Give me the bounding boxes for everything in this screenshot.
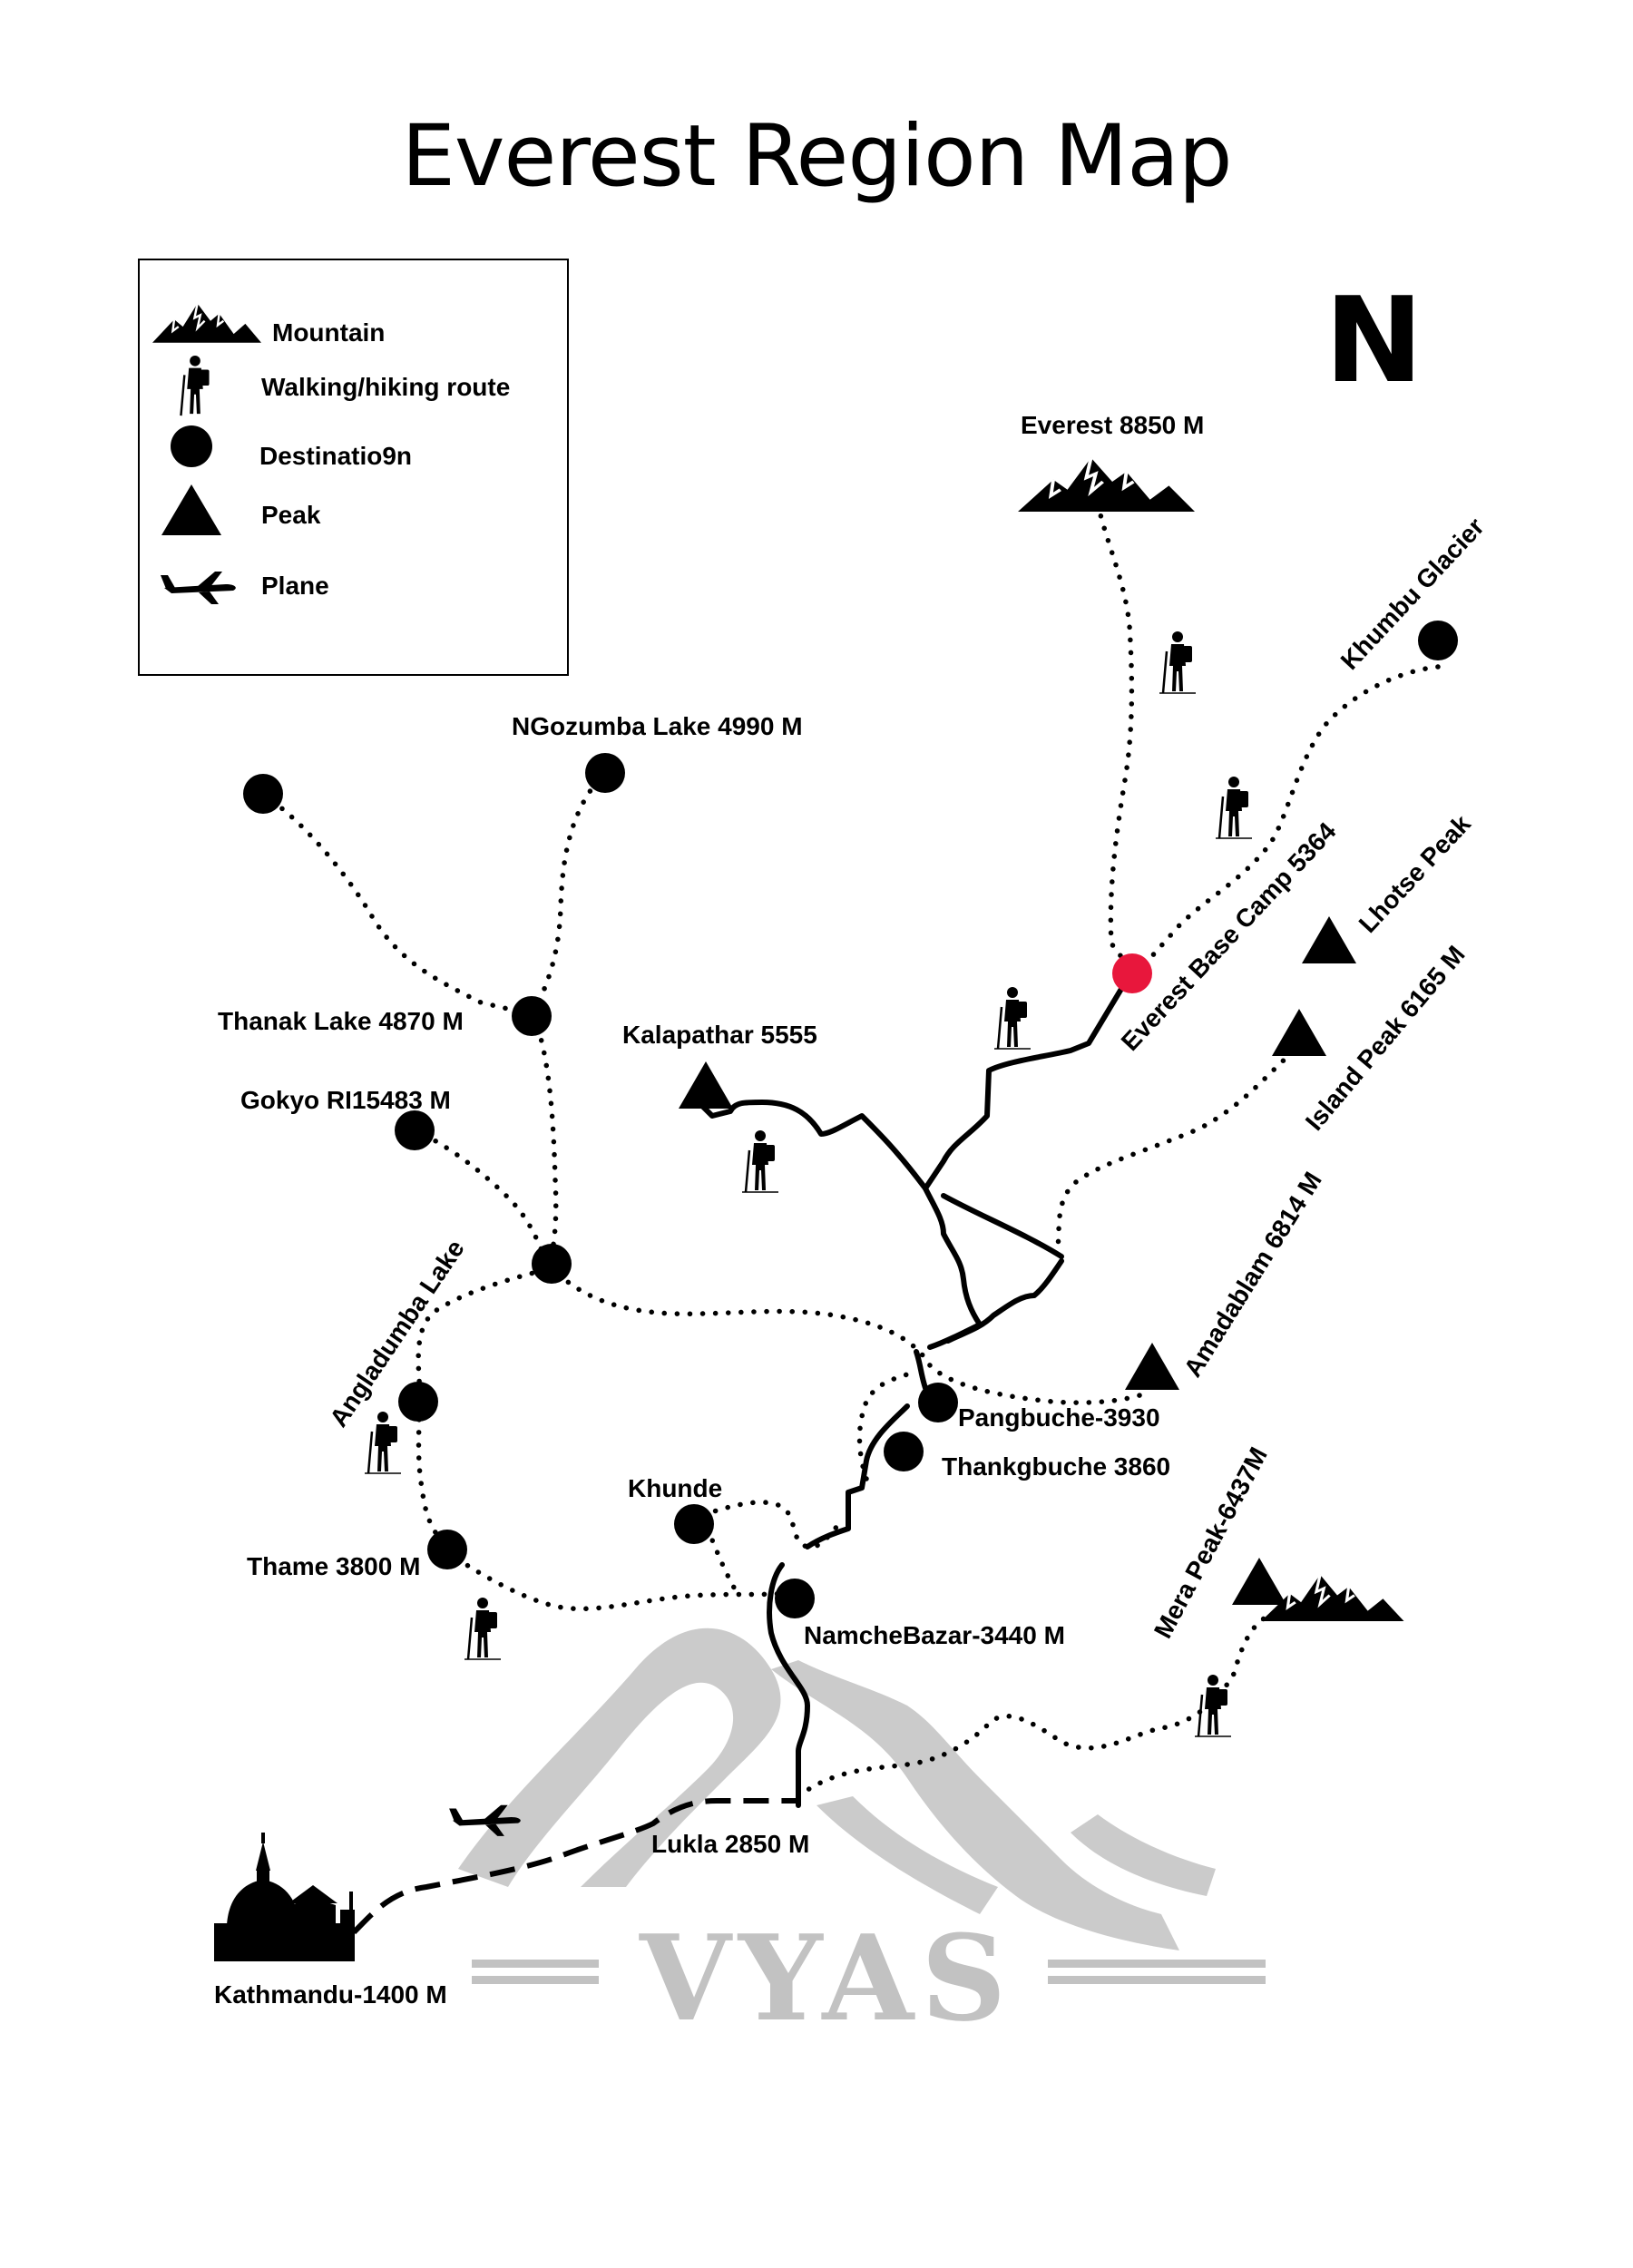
everest-mountain-icon: [1016, 455, 1197, 513]
lhotse-peak-icon: [1302, 916, 1356, 963]
thankgbuche-label: Thankgbuche 3860: [942, 1452, 1170, 1481]
legend-item-mountain: Mountain: [140, 297, 567, 351]
lhotse-peak-label: Lhotse Peak: [1354, 809, 1476, 938]
legend-label: Mountain: [272, 318, 386, 347]
island-peak-label: Island Peak 6165 M: [1300, 940, 1471, 1135]
khunde-dot: [674, 1504, 714, 1544]
thanak-lake-label: Thanak Lake 4870 M: [218, 1007, 464, 1035]
north-lake-dot: [243, 774, 283, 814]
hiker-icon: [740, 1129, 780, 1194]
legend-item-hiking: Walking/hiking route: [140, 351, 567, 416]
thankgbuche-dot: [884, 1432, 924, 1471]
legend-label: Plane: [261, 572, 329, 600]
watermark: VYAS: [458, 1628, 1266, 2048]
destinations: [243, 621, 1458, 1618]
peak-triangle-icon: [161, 484, 221, 535]
hiker-icon: [363, 1410, 403, 1475]
hiking-routes: [259, 501, 1441, 1799]
hiker-icon: [1214, 775, 1254, 840]
mountain-icon: [152, 303, 261, 343]
everest-label: Everest 8850 M: [1021, 411, 1204, 439]
hiker-icon: [1158, 630, 1198, 695]
everest-base-camp-marker: [1112, 953, 1152, 993]
watermark-text: VYAS: [639, 1909, 1013, 2048]
khumbu-glacier-label: Khumbu Glacier: [1335, 513, 1490, 675]
lukla-label: Lukla 2850 M: [651, 1830, 809, 1858]
peaks: [679, 916, 1356, 1605]
page-title: Everest Region Map: [401, 107, 1232, 206]
kalapathar-peak-icon: [679, 1061, 733, 1109]
hiker-icon: [180, 355, 210, 416]
khunde-label: Khunde: [628, 1474, 722, 1502]
pangbuche-label: Pangbuche-3930: [958, 1403, 1160, 1432]
plane-icon: [161, 572, 236, 604]
thame-label: Thame 3800 M: [247, 1552, 420, 1580]
legend-label: Peak: [261, 501, 321, 529]
gokyo-junction-dot: [532, 1244, 572, 1284]
legend: Mountain Walking/hiking route Destinatio…: [138, 259, 569, 676]
mera-peak-icon: [1232, 1558, 1286, 1605]
kathmandu-skyline-icon: [214, 1833, 355, 1961]
legend-label: Destinatio9n: [259, 442, 413, 470]
trails: [696, 973, 1132, 1808]
pangbuche-dot: [918, 1383, 958, 1422]
flight-route: [351, 1798, 798, 1935]
gokyo-ri-label: Gokyo RI15483 M: [240, 1086, 451, 1114]
ngozumba-lake-dot: [585, 753, 625, 793]
gokyo-ri-dot: [395, 1110, 435, 1150]
north-arrow-label: N: [1325, 271, 1423, 409]
angladumba-lake-label: Angladumba Lake: [324, 1235, 470, 1432]
angladumba-lake-dot: [398, 1382, 438, 1422]
khumbu-glacier-dot: [1418, 621, 1458, 660]
thanak-lake-dot: [512, 996, 552, 1036]
island-peak-icon: [1272, 1009, 1326, 1056]
amadablam-label: Amadablam 6814 M: [1178, 1167, 1327, 1382]
thame-dot: [427, 1530, 467, 1569]
namche-bazar-label: NamcheBazar-3440 M: [804, 1621, 1065, 1649]
legend-item-destination: Destinatio9n: [140, 424, 567, 478]
kathmandu-label: Kathmandu-1400 M: [214, 1980, 447, 2009]
mera-mountain-icon: [1259, 1573, 1406, 1623]
hiker-icon: [993, 985, 1032, 1051]
kalapathar-label: Kalapathar 5555: [622, 1021, 817, 1049]
amadablam-peak-icon: [1125, 1343, 1179, 1390]
legend-item-peak: Peak: [140, 483, 567, 537]
legend-label: Walking/hiking route: [261, 373, 511, 401]
namche-bazar-dot: [775, 1579, 815, 1618]
hiker-icon: [463, 1596, 503, 1661]
legend-item-plane: Plane: [140, 564, 567, 619]
hiker-icons: [363, 630, 1254, 1738]
destination-dot-icon: [171, 425, 212, 467]
everest-base-camp-label: Everest Base Camp 5364: [1116, 816, 1342, 1056]
ngozumba-lake-label: NGozumba Lake 4990 M: [512, 712, 803, 740]
